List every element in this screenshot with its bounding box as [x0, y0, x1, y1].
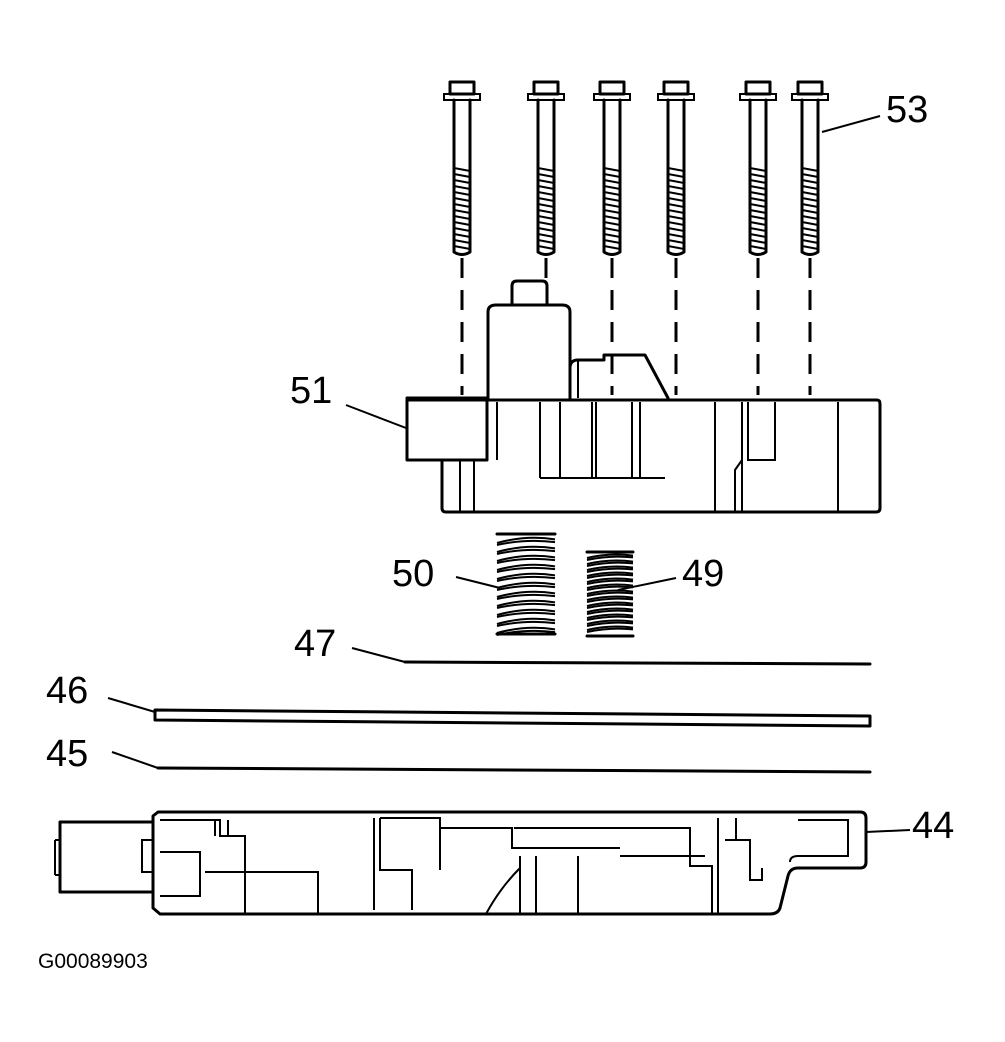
bolts-group [443, 80, 829, 256]
bolt-53-4 [657, 80, 695, 256]
bolt-53-6 [791, 80, 829, 256]
spacer-plate-46 [153, 708, 872, 728]
gasket-47 [403, 660, 872, 666]
callout-44: 44 [912, 805, 954, 847]
bolt-53-2 [527, 80, 565, 256]
gasket-45 [156, 766, 872, 774]
callout-46: 46 [46, 670, 88, 712]
callout-50: 50 [392, 553, 434, 595]
callout-51: 51 [290, 370, 332, 412]
callout-47: 47 [294, 623, 336, 665]
bolt-53-3 [593, 80, 631, 256]
part-51-body [405, 279, 882, 514]
callout-49: 49 [682, 553, 724, 595]
spring-50 [495, 532, 557, 636]
alignment-lines [460, 258, 812, 395]
bolt-53-5 [739, 80, 777, 256]
callout-45: 45 [46, 733, 88, 775]
callout-53: 53 [886, 89, 928, 131]
part-44-body [54, 810, 868, 916]
bolt-53-1 [443, 80, 481, 256]
leader-lines [107, 115, 911, 833]
spring-49 [585, 550, 635, 638]
figure-id: G00089903 [38, 950, 148, 973]
